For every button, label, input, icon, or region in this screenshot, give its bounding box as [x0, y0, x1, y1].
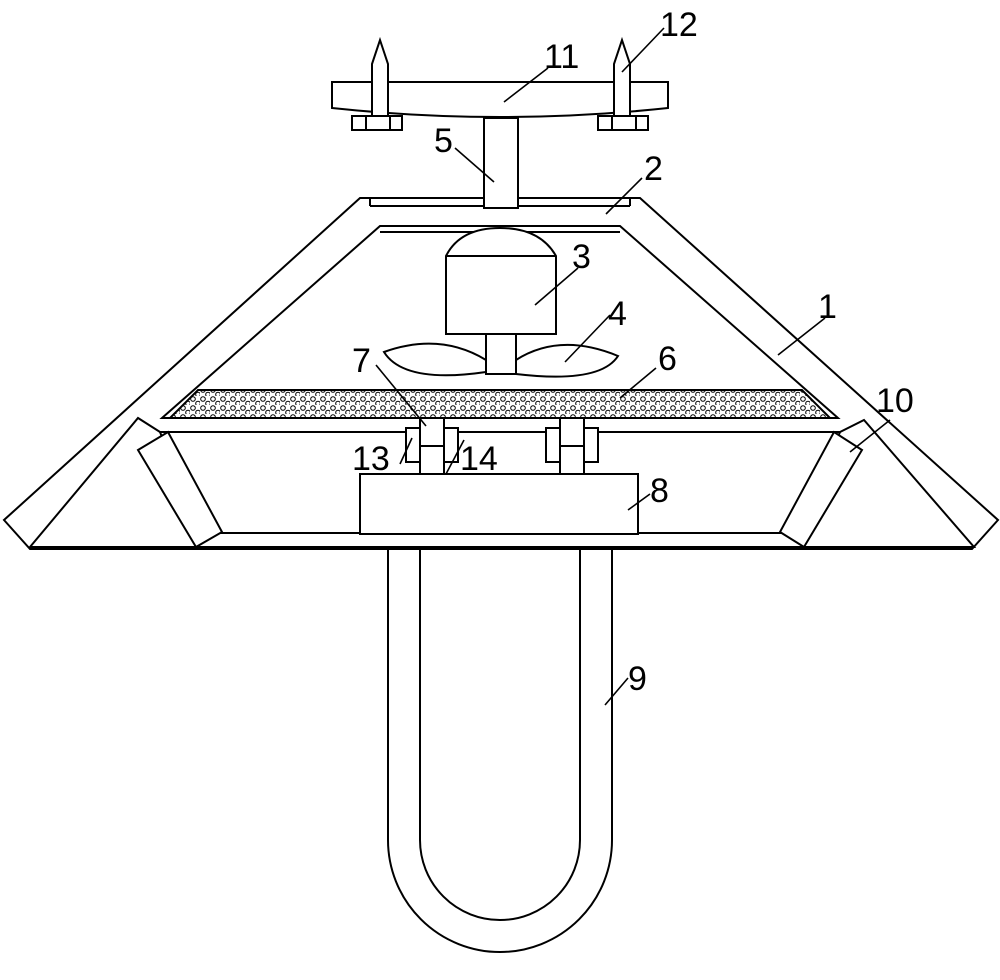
motor: [445, 226, 557, 375]
callout-8: 8: [650, 472, 669, 510]
callout-5: 5: [434, 122, 453, 160]
callout-13: 13: [352, 440, 390, 478]
callout-1: 1: [818, 288, 837, 326]
leader-lines: [375, 27, 891, 706]
filter-layer: [167, 389, 833, 419]
callout-3: 3: [572, 238, 591, 276]
callouts: 1 2 3 4 5 6 7 8 9 10 11 12 13 14: [352, 6, 914, 698]
callout-14: 14: [460, 440, 498, 478]
u-pipe: [387, 534, 613, 953]
callout-11: 11: [544, 38, 579, 76]
callout-10: 10: [876, 382, 914, 420]
anchor-bolt-left: [351, 36, 403, 131]
callout-4: 4: [608, 295, 627, 333]
callout-12: 12: [660, 6, 698, 44]
callout-2: 2: [644, 150, 663, 188]
callout-6: 6: [658, 340, 677, 378]
callout-7: 7: [352, 342, 371, 380]
anchor-bolt-right: [597, 36, 649, 131]
support-rod: [368, 117, 632, 209]
callout-9: 9: [628, 660, 647, 698]
fan-blades: [382, 342, 620, 378]
collection-box: [359, 473, 639, 535]
bracket-left: [405, 417, 459, 475]
mounting-plate: [331, 81, 669, 118]
bracket-right: [545, 417, 599, 475]
